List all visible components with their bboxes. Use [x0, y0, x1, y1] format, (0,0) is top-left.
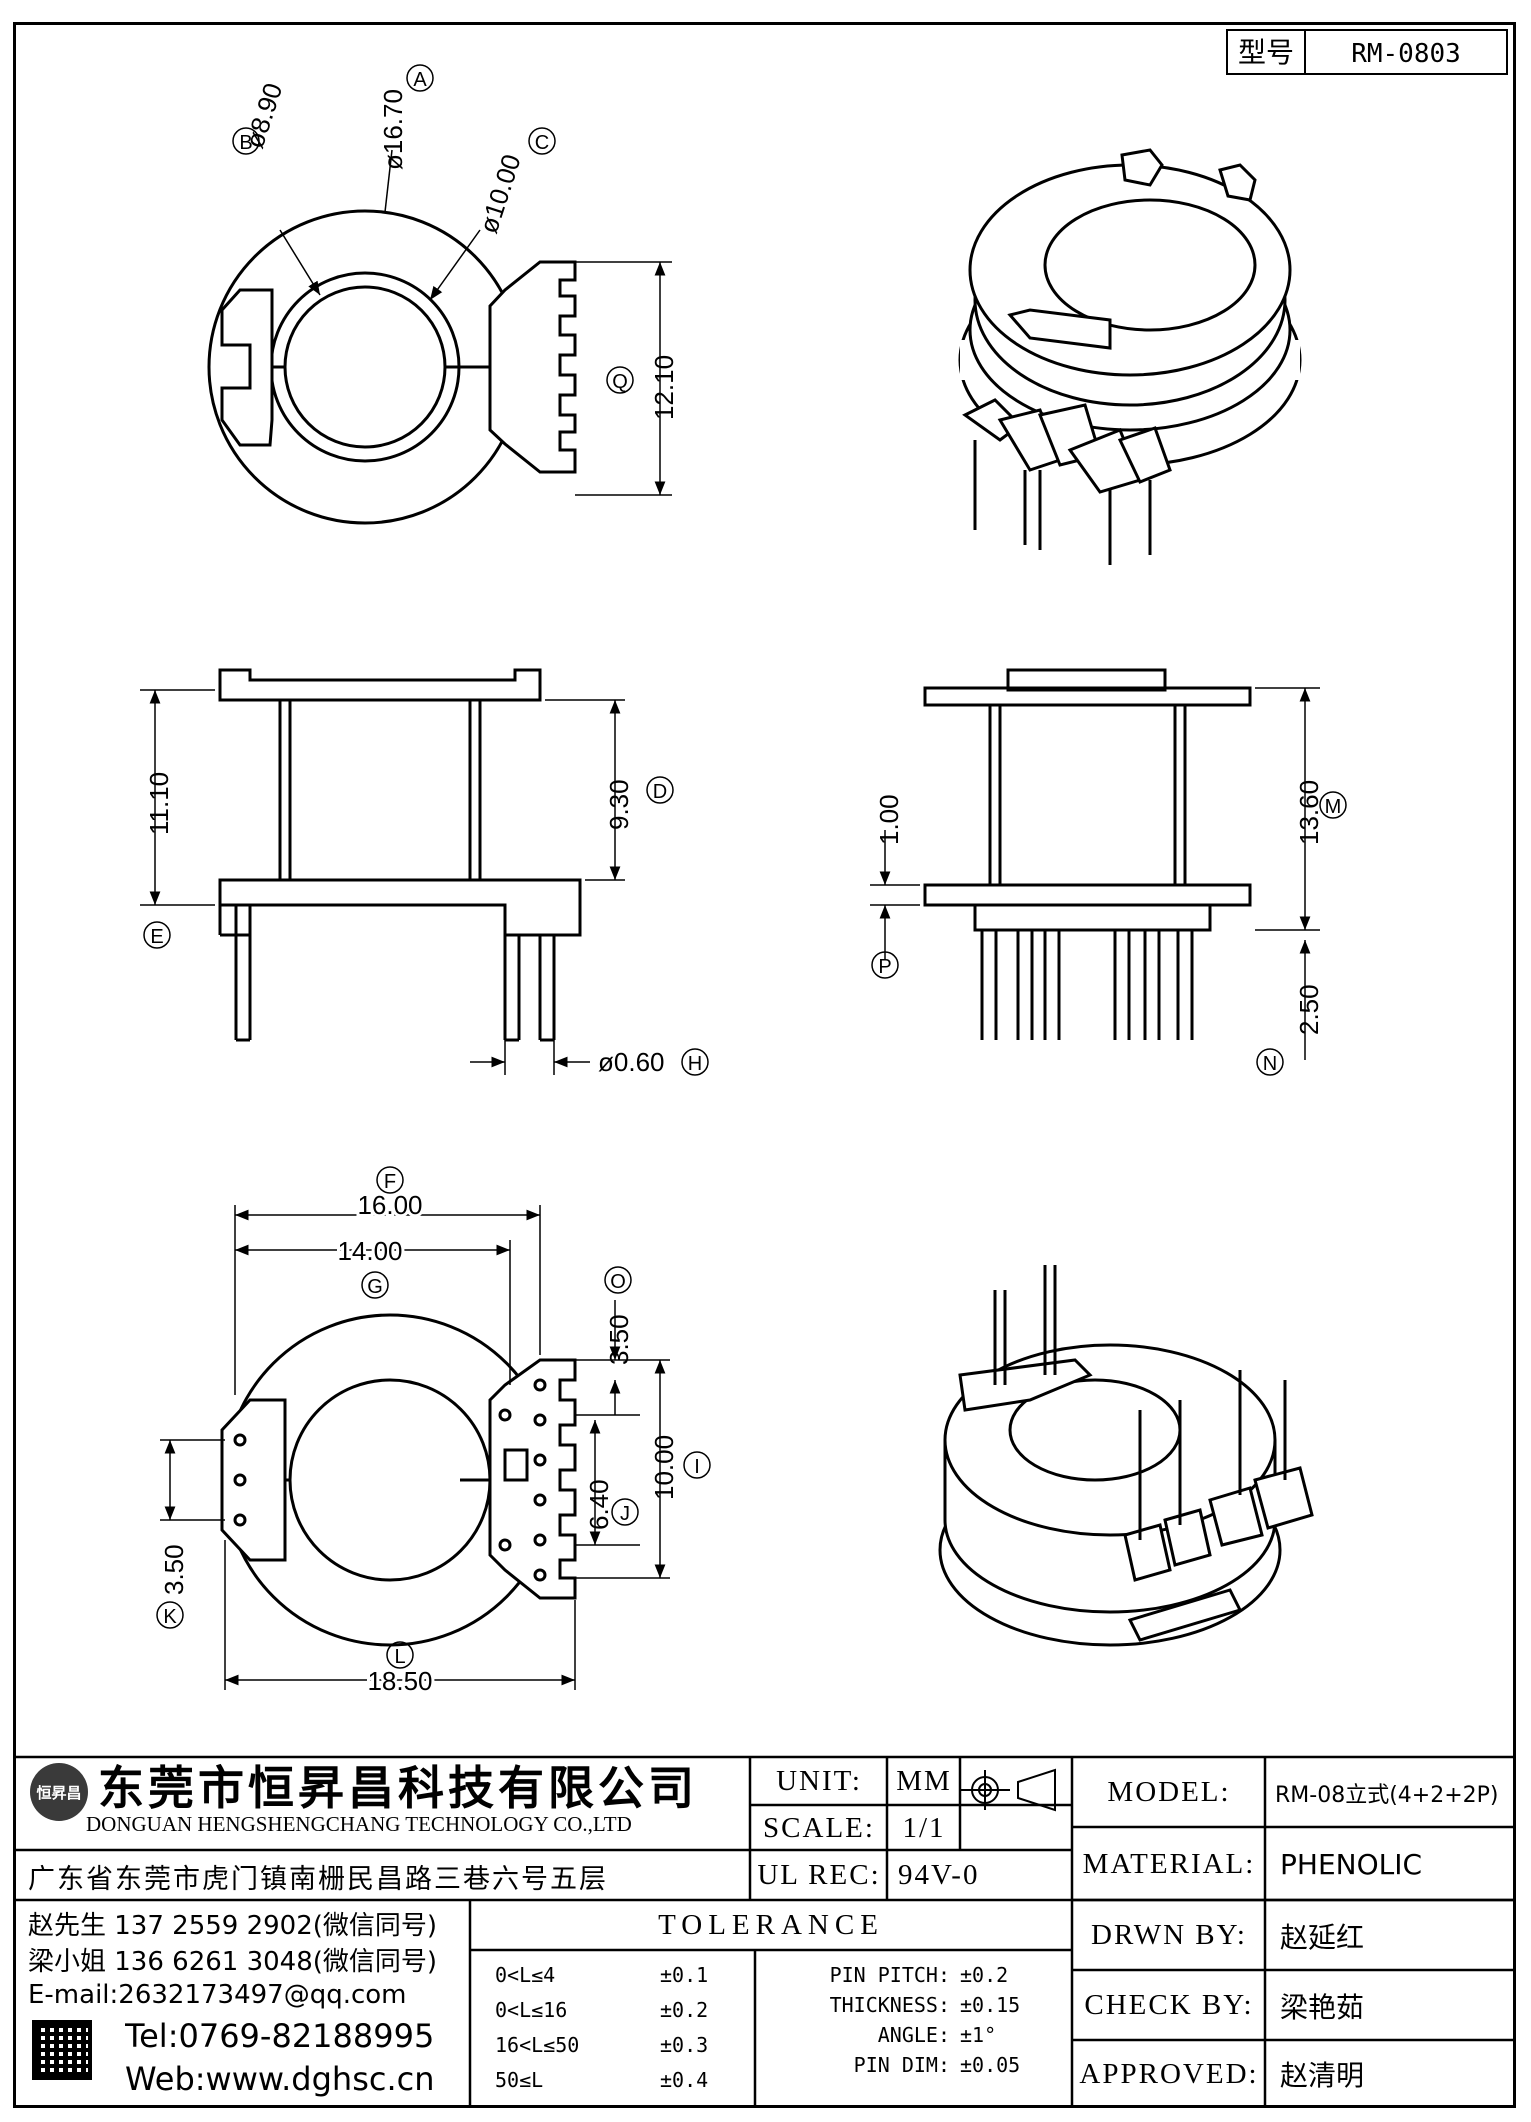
- contact-line-2: 梁小姐 136 6261 3048(微信同号): [28, 1946, 438, 1977]
- model-number-box: 型号 RM-0803: [1226, 29, 1508, 75]
- callout-c: C: [535, 132, 549, 154]
- dim-n-value: 2.50: [1294, 984, 1324, 1035]
- contact-line-1: 赵先生 137 2559 2902(微信同号): [28, 1910, 438, 1941]
- company-logo-text: 恒昇昌: [36, 1783, 82, 1802]
- title-block-grid: [13, 1755, 1516, 2108]
- tolerance-value-4: ±0.4: [660, 2068, 709, 2092]
- callout-g: G: [367, 1276, 383, 1298]
- pin-pitch-value: ±0.2: [960, 1963, 1009, 1987]
- check-by-label: CHECK BY:: [1084, 1989, 1254, 2021]
- callout-d: D: [653, 781, 667, 803]
- dim-h-value: ø0.60: [598, 1047, 665, 1077]
- callout-m: M: [1325, 796, 1342, 818]
- tolerance-range-4: 50≤L: [495, 2068, 544, 2092]
- callout-a: A: [413, 69, 427, 91]
- model-box-value: RM-0803: [1351, 39, 1461, 69]
- tolerance-value-2: ±0.2: [660, 1998, 709, 2022]
- callout-q: Q: [612, 371, 628, 393]
- ul-rec-label: UL REC:: [757, 1858, 881, 1891]
- pin-dim-value: ±0.05: [960, 2053, 1021, 2077]
- callout-b: B: [239, 132, 252, 154]
- dim-overall-height-value: 11.10: [144, 772, 174, 835]
- angle-label: ANGLE:: [877, 2023, 950, 2047]
- company-logo: 恒昇昌: [30, 1763, 88, 1821]
- dim-a-value: ø16.70: [378, 89, 408, 170]
- dim-m-value: 13.60: [1294, 780, 1324, 845]
- dim-g-value: 14.00: [337, 1236, 402, 1266]
- dim-j-value: 6.40: [584, 1479, 614, 1530]
- angle-value: ±1°: [960, 2023, 997, 2047]
- iso-view-top: [958, 148, 1302, 565]
- tolerance-value-3: ±0.3: [660, 2033, 709, 2057]
- model-value: RM-08立式(4+2+2P): [1275, 1782, 1499, 1808]
- material-label: MATERIAL:: [1082, 1847, 1256, 1880]
- drawn-by-label: DRWN BY:: [1091, 1919, 1247, 1951]
- callout-f: F: [384, 1171, 396, 1193]
- qr-code: [32, 2020, 92, 2080]
- contact-web: Web:www.dghsc.cn: [125, 2060, 435, 2098]
- company-name-cn: 东莞市恒昇昌科技有限公司: [98, 1761, 698, 1810]
- model-box-label: 型号: [1238, 36, 1294, 69]
- dim-q-value: 12.10: [649, 355, 679, 420]
- callout-j: J: [620, 1503, 630, 1525]
- company-name-en: DONGUAN HENGSHENGCHANG TECHNOLOGY CO.,LT…: [86, 1811, 632, 1836]
- callout-h: H: [688, 1053, 702, 1075]
- scale-value: 1/1: [902, 1811, 946, 1844]
- tolerance-title: TOLERANCE: [658, 1908, 884, 1941]
- model-label: MODEL:: [1107, 1776, 1231, 1808]
- drawn-by-value: 赵延红: [1280, 1920, 1365, 1954]
- dim-d-value: 9.30: [604, 779, 634, 830]
- dim-o-value: 3.50: [604, 1314, 634, 1365]
- callout-l: L: [394, 1646, 405, 1668]
- tolerance-value-1: ±0.1: [660, 1963, 709, 1987]
- dim-i-value: 10.00: [649, 1435, 679, 1500]
- iso-view-bottom: [938, 1265, 1314, 1647]
- scale-label: SCALE:: [763, 1811, 875, 1844]
- side-view-left: [140, 668, 625, 1075]
- side-view-right: [870, 668, 1320, 1060]
- check-by-value: 梁艳茹: [1280, 1990, 1365, 2024]
- pin-dim-label: PIN DIM:: [853, 2053, 950, 2077]
- tolerance-range-1: 0<L≤4: [495, 1963, 556, 1987]
- company-address: 广东省东莞市虎门镇南栅民昌路三巷六号五层: [28, 1863, 608, 1895]
- thickness-label: THICKNESS:: [829, 1993, 950, 2017]
- callout-p: P: [878, 956, 891, 978]
- tolerance-range-3: 16<L≤50: [495, 2033, 580, 2057]
- contact-email: E-mail:2632173497@qq.com: [28, 1980, 407, 2010]
- bottom-view: [160, 1205, 670, 1690]
- top-view: [207, 149, 672, 525]
- callout-n: N: [1263, 1053, 1277, 1075]
- pin-pitch-label: PIN PITCH:: [829, 1963, 950, 1987]
- unit-value: MM: [896, 1765, 952, 1797]
- thickness-value: ±0.15: [960, 1993, 1021, 2017]
- approved-label: APPROVED:: [1079, 2057, 1259, 2090]
- callout-o: O: [610, 1271, 626, 1293]
- callout-i: I: [694, 1456, 700, 1478]
- approved-value: 赵清明: [1280, 2059, 1365, 2092]
- callout-k: K: [163, 1606, 177, 1628]
- dim-k-value: 3.50: [159, 1544, 189, 1595]
- dim-l-value: 18.50: [367, 1666, 432, 1696]
- dim-p-value: 1.00: [874, 794, 904, 845]
- callout-e: E: [150, 926, 163, 948]
- contact-tel: Tel:0769-82188995: [125, 2017, 435, 2055]
- material-value: PHENOLIC: [1280, 1847, 1423, 1881]
- tolerance-range-2: 0<L≤16: [495, 1998, 568, 2022]
- dim-c-value: ø10.00: [473, 151, 527, 237]
- unit-label: UNIT:: [776, 1765, 862, 1797]
- ul-rec-value: 94V-0: [898, 1858, 980, 1891]
- dim-f-value: 16.00: [357, 1190, 422, 1220]
